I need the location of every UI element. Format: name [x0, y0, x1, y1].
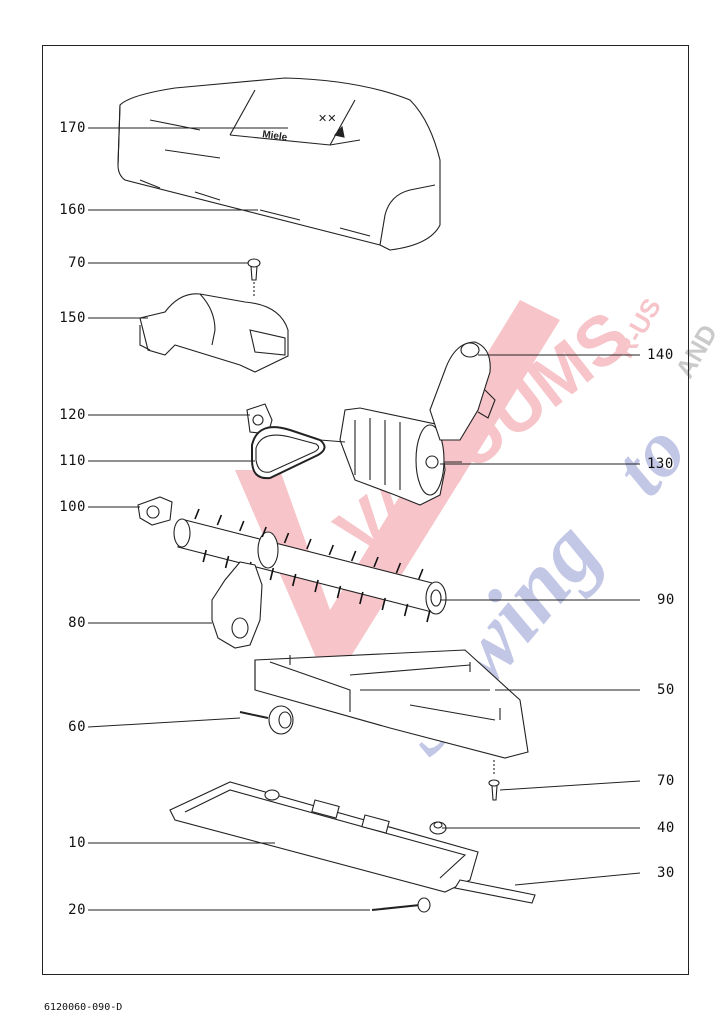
callout-130: 130 — [647, 456, 674, 472]
bristle — [418, 568, 424, 580]
callout-100: 100 — [59, 499, 86, 515]
callout-120: 120 — [59, 407, 86, 423]
bristle — [202, 549, 207, 563]
bristle — [216, 514, 223, 526]
bristle — [381, 597, 387, 611]
callout-20: 20 — [68, 902, 86, 918]
callout-110: 110 — [59, 453, 86, 469]
callout-70-top: 70 — [68, 255, 86, 271]
part-housing — [139, 293, 289, 373]
callout-80: 80 — [68, 615, 86, 631]
bristle — [426, 609, 431, 623]
bristle — [283, 532, 290, 544]
bristle — [239, 520, 245, 532]
bristle — [194, 508, 200, 520]
bristle — [224, 555, 230, 569]
callout-70-bottom: 70 — [657, 773, 675, 789]
drawing-frame — [42, 45, 689, 975]
bristle — [306, 538, 312, 550]
part-brush-roll — [173, 508, 447, 623]
part-screw-top — [247, 258, 261, 298]
miele-logo: Miele — [262, 129, 289, 143]
callout-40: 40 — [657, 820, 675, 836]
part-sole-plate — [169, 781, 479, 893]
callout-160: 160 — [59, 202, 86, 218]
callout-150: 150 — [59, 310, 86, 326]
part-end-cap — [211, 561, 263, 649]
part-screw-bottom — [488, 760, 500, 801]
parts: Miele ✕✕ — [117, 77, 536, 913]
bristle — [395, 562, 402, 574]
part-pin — [371, 897, 431, 913]
document-number: 6120060-090-D — [44, 1002, 123, 1013]
part-motor — [319, 407, 462, 506]
part-strip — [454, 879, 536, 904]
bristle — [269, 567, 275, 581]
bristle — [291, 573, 297, 587]
part-cover: Miele ✕✕ — [117, 77, 441, 251]
part-base-frame — [254, 649, 529, 759]
bristle — [359, 591, 364, 605]
callout-10: 10 — [68, 835, 86, 851]
part-handle — [429, 341, 496, 441]
bristle — [373, 556, 379, 568]
callout-30: 30 — [657, 865, 675, 881]
bristle — [314, 579, 319, 593]
leader-lines — [87, 127, 641, 911]
part-bearing-left — [137, 496, 173, 526]
svg-text:✕✕: ✕✕ — [318, 112, 336, 125]
part-wheel — [239, 705, 294, 735]
callout-60: 60 — [68, 719, 86, 735]
bristle — [350, 550, 357, 562]
bristle — [403, 603, 409, 617]
callout-140: 140 — [647, 347, 674, 363]
bristle — [328, 544, 335, 556]
callout-170: 170 — [59, 120, 86, 136]
bristle — [336, 585, 342, 599]
part-bracket-120 — [246, 403, 273, 435]
bristle — [261, 526, 267, 538]
callout-50: 50 — [657, 682, 675, 698]
part-belt — [251, 426, 326, 480]
callout-90: 90 — [657, 592, 675, 608]
